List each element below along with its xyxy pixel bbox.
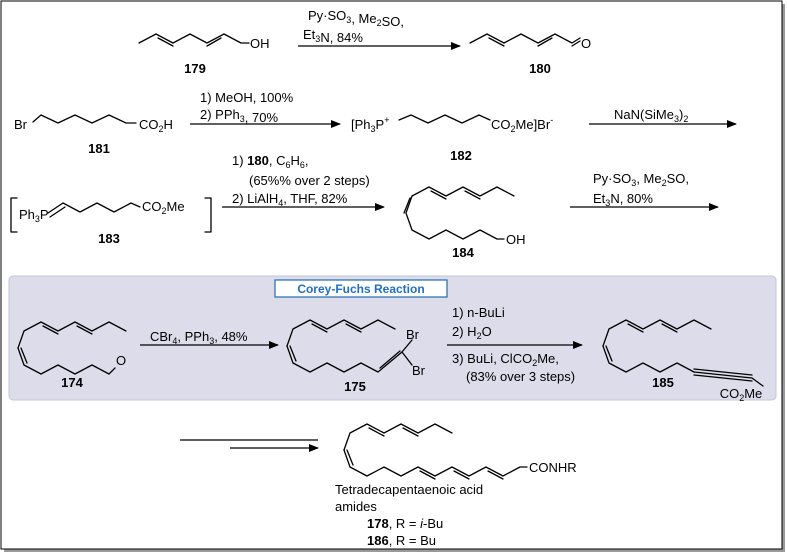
step-7-conditions-line3: 3) BuLi, ClCO2Me, bbox=[452, 351, 559, 368]
compound-184-number: 184 bbox=[452, 245, 474, 260]
step-1-conditions-line1: Py·SO3, Me2SO, bbox=[308, 8, 404, 29]
compound-183-number: 183 bbox=[98, 231, 120, 246]
compound-175-br-top: Br bbox=[406, 327, 420, 342]
compound-name-line1: Tetradecapentaenoic acid bbox=[335, 482, 483, 497]
compound-179-oh: OH bbox=[250, 36, 270, 51]
compound-180-structure bbox=[469, 33, 581, 47]
compound-186-label: 186, R = Bu bbox=[367, 533, 436, 548]
compound-174-oxygen: O bbox=[116, 353, 126, 368]
compound-181-number: 181 bbox=[88, 141, 110, 156]
step-1-conditions-line2: Et3N, 84% bbox=[303, 27, 363, 45]
step-2-conditions-line1: 1) MeOH, 100% bbox=[200, 90, 294, 105]
compound-178-186-structure bbox=[343, 423, 528, 480]
compound-175-number: 175 bbox=[344, 379, 366, 394]
corey-fuchs-panel bbox=[8, 275, 777, 401]
compound-182-number: 182 bbox=[450, 148, 472, 163]
step-4-conditions-line1: 1) 180, C6H6, bbox=[232, 153, 309, 170]
compound-name-line2: amides bbox=[335, 499, 377, 514]
step-5-conditions-line2: Et3N, 80% bbox=[593, 191, 653, 208]
step-5-conditions-line1: Py·SO3, Me2SO, bbox=[593, 171, 689, 188]
step-7-conditions-line2: 2) H2O bbox=[452, 324, 492, 341]
step-4-conditions-line3: 2) LiAlH4, THF, 82% bbox=[232, 191, 348, 208]
step-3-conditions: NaN(SiMe3)2 bbox=[614, 107, 688, 124]
compound-185-number: 185 bbox=[652, 375, 674, 390]
compound-182-right: CO2Me]Br- bbox=[491, 115, 553, 134]
compound-184-oh: OH bbox=[506, 232, 526, 247]
compound-182-left: [Ph3P+ bbox=[351, 115, 389, 134]
compound-185-structure bbox=[602, 319, 764, 387]
compound-181-acid: CO2H bbox=[139, 117, 173, 134]
compound-178-label: 178, R = i-Bu bbox=[367, 516, 443, 531]
compound-183-ester: CO2Me bbox=[142, 199, 185, 216]
corey-fuchs-title: Corey-Fuchs Reaction bbox=[297, 282, 424, 296]
compound-180-number: 180 bbox=[529, 61, 551, 76]
compound-182-structure bbox=[398, 114, 491, 124]
step-4-conditions-line2: (65%% over 2 steps) bbox=[249, 173, 370, 188]
compound-183-ylide-p: Ph3P bbox=[19, 207, 49, 224]
compound-179-structure bbox=[138, 33, 250, 47]
compound-185-ester: CO2Me bbox=[720, 386, 763, 403]
step-6-conditions: CBr4, PPh3, 48% bbox=[150, 329, 248, 346]
compound-175-br-bottom: Br bbox=[412, 363, 426, 378]
compound-175-structure bbox=[286, 319, 413, 373]
compound-183-structure bbox=[10, 197, 212, 233]
compound-181-structure bbox=[32, 114, 137, 124]
compound-178-186-amide: CONHR bbox=[529, 460, 577, 475]
step-7-conditions-line4: (83% over 3 steps) bbox=[466, 369, 575, 384]
compound-184-structure bbox=[403, 186, 515, 240]
step-2-conditions-line2: 2) PPh3, 70% bbox=[200, 107, 278, 125]
corey-fuchs-title-box bbox=[274, 279, 448, 298]
compound-174-structure bbox=[17, 321, 127, 375]
compound-181-br: Br bbox=[14, 117, 28, 132]
step-7-conditions-line1: 1) n-BuLi bbox=[452, 305, 505, 320]
compound-180-oxygen: O bbox=[581, 36, 591, 51]
compound-174-number: 174 bbox=[61, 375, 83, 390]
compound-179-number: 179 bbox=[184, 61, 206, 76]
